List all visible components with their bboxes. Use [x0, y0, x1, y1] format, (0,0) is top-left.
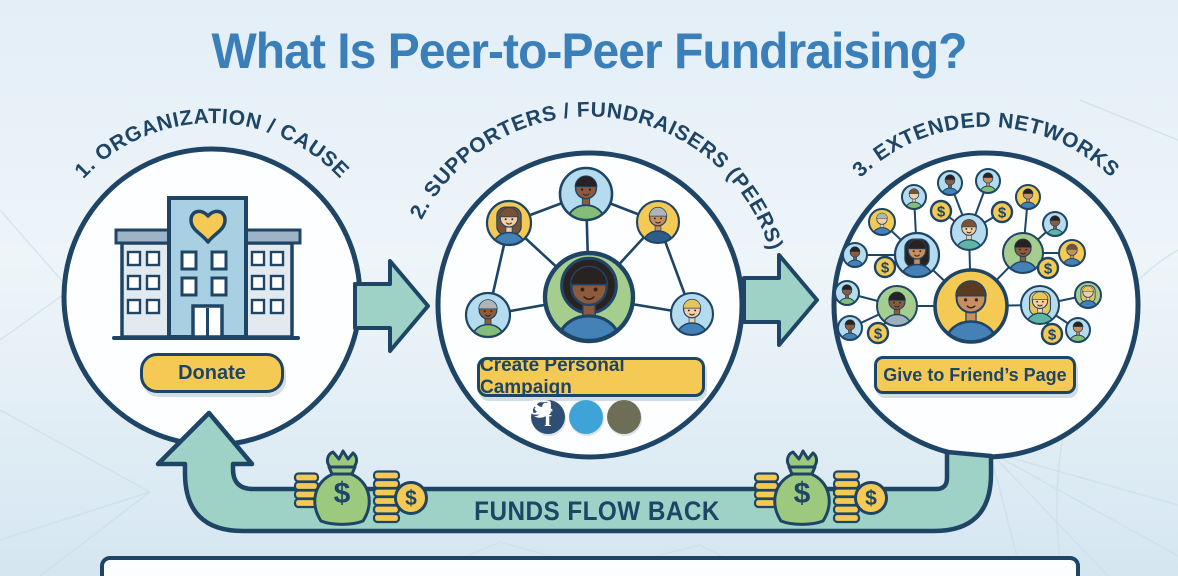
bottom-panel	[100, 556, 1080, 576]
avatar	[635, 199, 681, 245]
dollar-coin-icon: $	[1036, 256, 1060, 280]
dollar-coin-icon: $	[990, 200, 1014, 224]
avatar	[933, 268, 1009, 344]
svg-text:$: $	[334, 477, 351, 510]
avatar	[464, 291, 512, 339]
svg-text:$: $	[881, 259, 890, 276]
funds-flow-back-label: FUNDS FLOW BACK	[474, 496, 720, 526]
email-icon[interactable]	[531, 400, 641, 434]
svg-text:$: $	[794, 477, 811, 510]
avatar	[876, 285, 918, 327]
svg-text:$: $	[1048, 326, 1057, 343]
svg-text:$: $	[405, 487, 417, 510]
avatar	[1002, 232, 1044, 274]
avatar	[1020, 285, 1060, 325]
dollar-coin-icon: $	[873, 255, 897, 279]
avatar	[837, 315, 863, 341]
building-icon	[112, 196, 302, 340]
svg-text:$: $	[1044, 260, 1053, 277]
avatar	[1074, 281, 1102, 309]
avatar	[893, 231, 941, 279]
avatar	[1058, 239, 1086, 267]
page-title: What Is Peer-to-Peer Fundraising?	[211, 23, 967, 79]
dollar-coin-icon: $	[1040, 322, 1064, 346]
twitter-icon[interactable]	[534, 400, 603, 434]
heart-icon	[189, 209, 227, 244]
dollar-coin-icon: $	[929, 199, 953, 223]
avatar	[950, 213, 988, 251]
donate-button[interactable]: Donate	[140, 353, 284, 393]
avatar	[485, 199, 533, 247]
svg-text:$: $	[865, 487, 877, 510]
avatar	[1015, 184, 1041, 210]
avatar	[868, 208, 896, 236]
svg-text:$: $	[998, 204, 1007, 221]
avatar	[901, 184, 927, 210]
avatar	[542, 250, 636, 344]
svg-text:$: $	[874, 325, 883, 342]
avatar	[1042, 211, 1068, 237]
give-to-friends-page-button[interactable]: Give to Friend’s Page	[874, 356, 1076, 394]
avatar	[975, 168, 1001, 194]
avatar	[669, 291, 715, 337]
arrow-step2-to-step3	[742, 253, 819, 347]
social-icons-row: f	[531, 400, 641, 434]
avatar	[842, 242, 868, 268]
create-personal-campaign-button[interactable]: Create Personal Campaign	[477, 355, 705, 398]
dollar-coin-icon: $	[866, 321, 890, 345]
avatar	[834, 280, 860, 306]
avatar	[1065, 317, 1091, 343]
extended-network: $ $ $ $ $ $	[834, 168, 1102, 346]
money-bag-icon: $$	[753, 449, 888, 526]
arrow-step1-to-step2	[353, 259, 430, 353]
avatar	[937, 170, 963, 196]
money-bag-icon: $$	[293, 449, 428, 526]
money-illustrations: $$$$	[293, 449, 888, 526]
svg-text:$: $	[937, 203, 946, 220]
